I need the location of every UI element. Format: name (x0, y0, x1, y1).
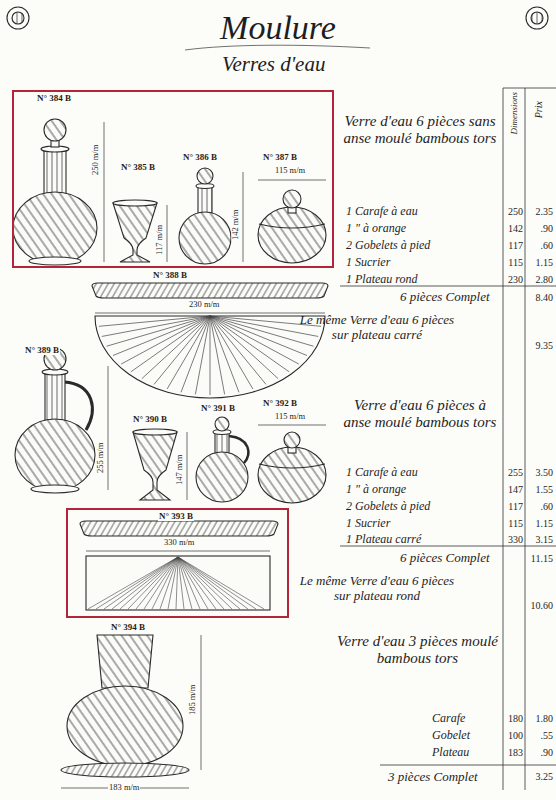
sugar-bowl-drawing (258, 190, 326, 263)
item-name: 2 Gobelets à pied (346, 500, 430, 514)
square-tray-drawing (80, 521, 278, 610)
carafe-drawing (13, 119, 97, 265)
carafe-drawing (196, 417, 248, 502)
item-name: Plateau (432, 746, 469, 760)
sugar-bowl-drawing (258, 432, 326, 503)
dimension-label: 115 m/m (274, 412, 306, 422)
catalogue-number: N° 392 B (262, 398, 298, 408)
price-value: 11.15 (526, 553, 553, 565)
highlight-box: N° 393 B 330 m/m (66, 508, 289, 618)
carafe-drawing (179, 168, 231, 264)
price-value: 1.80 (526, 713, 553, 725)
item-name: 1 Carafe à eau (346, 205, 418, 219)
dimension-label: 330 m/m (163, 538, 195, 548)
round-tray-drawing (92, 283, 328, 398)
price-value: 1.15 (526, 257, 553, 269)
catalogue-number: N° 393 B (158, 511, 194, 521)
catalogue-number: N° 390 B (132, 414, 168, 424)
item-name: 1 Carafe à eau (346, 466, 418, 480)
item-name: 1 Sucrier (346, 517, 390, 531)
price-value: 9.35 (526, 340, 553, 352)
price-value: 3.25 (526, 771, 553, 783)
set-heading: Verre d'eau 3 pièces moulé bambous tors (330, 633, 505, 668)
carafe-set-drawing (61, 635, 189, 777)
item-name: 1 Sucrier (346, 256, 390, 270)
dimension-value: 115 (503, 518, 523, 530)
total-line: 6 pièces Complet (400, 551, 490, 566)
dimension-label: 250 m/m (91, 144, 101, 176)
item-name: Gobelet (432, 729, 470, 743)
set-heading: Verre d'eau 6 pièces à anse moulé bambou… (340, 397, 500, 432)
item-name: 2 Gobelets à pied (346, 239, 430, 253)
dimension-label: 115 m/m (274, 166, 306, 176)
dimension-value: 147 (503, 484, 523, 496)
dimension-label: 142 m/m (231, 209, 241, 241)
item-name: 1 " à orange (346, 222, 406, 236)
price-value: 3.50 (526, 467, 553, 479)
price-value: .55 (526, 730, 553, 742)
catalogue-number: N° 391 B (200, 403, 236, 413)
set-heading: Verre d'eau 6 pièces sans anse moulé bam… (340, 113, 500, 148)
column-header: Dimensions (509, 92, 519, 135)
total-line: 3 pièces Complet (388, 770, 478, 785)
catalogue-number: N° 385 B (120, 162, 156, 172)
price-value: 10.60 (526, 600, 553, 612)
price-value: .90 (526, 223, 553, 235)
catalogue-number: N° 388 B (152, 270, 188, 280)
dimension-value: 330 (503, 534, 523, 546)
dimension-value: 180 (503, 713, 523, 725)
catalogue-number: N° 389 B (24, 345, 60, 355)
total-line: 6 pièces Complet (400, 290, 490, 305)
price-value: 1.55 (526, 484, 553, 496)
price-value: 2.80 (526, 274, 553, 286)
catalogue-number: N° 387 B (262, 152, 298, 162)
dimension-value: 117 (503, 501, 523, 513)
price-value: 3.15 (526, 534, 553, 546)
carafe-drawing (15, 348, 95, 493)
dimension-label: 147 m/m (175, 454, 185, 486)
price-value: 1.15 (526, 518, 553, 530)
dimension-value: 115 (503, 257, 523, 269)
goblet-drawing (133, 429, 177, 500)
dimension-label: 183 m/m (108, 783, 140, 793)
dimension-value: 255 (503, 467, 523, 479)
dimension-value: 117 (503, 240, 523, 252)
column-header: Prix (533, 101, 545, 118)
highlight-box: N° 384 B 250 m/m N° 385 B 117 m/m N° 386 B N°… (12, 90, 334, 268)
variant-note: Le même Verre d'eau 6 pièces sur plateau… (292, 574, 462, 604)
price-value: 2.35 (526, 206, 553, 218)
table-rules (340, 88, 556, 790)
page-title: Moulure (0, 8, 556, 47)
price-value: .60 (526, 240, 553, 252)
dimension-label: 117 m/m (155, 224, 165, 256)
dimension-label: 185 m/m (188, 684, 198, 716)
item-name: 1 Plateau rond (346, 273, 418, 287)
dimension-value: 230 (503, 274, 523, 286)
subtitle: Verres d'eau (222, 52, 325, 76)
dimension-label: 230 m/m (188, 300, 220, 310)
dimension-value: 250 (503, 206, 523, 218)
dimension-label: 255 m/m (96, 442, 106, 474)
catalogue-number: N° 384 B (36, 93, 72, 103)
dimension-value: 100 (503, 730, 523, 742)
item-name: Carafe (432, 712, 465, 726)
variant-note: Le même Verre d'eau 6 pièces sur plateau… (292, 313, 462, 343)
item-name: 1 " à orange (346, 483, 406, 497)
price-value: .90 (526, 747, 553, 759)
catalogue-number: N° 394 B (110, 622, 146, 632)
dimension-value: 183 (503, 747, 523, 759)
goblet-drawing (113, 200, 157, 262)
dimension-value: 142 (503, 223, 523, 235)
price-value: 8.40 (526, 292, 553, 304)
item-name: 1 Plateau carré (346, 533, 421, 547)
catalogue-number: N° 386 B (182, 152, 218, 162)
price-value: .60 (526, 501, 553, 513)
